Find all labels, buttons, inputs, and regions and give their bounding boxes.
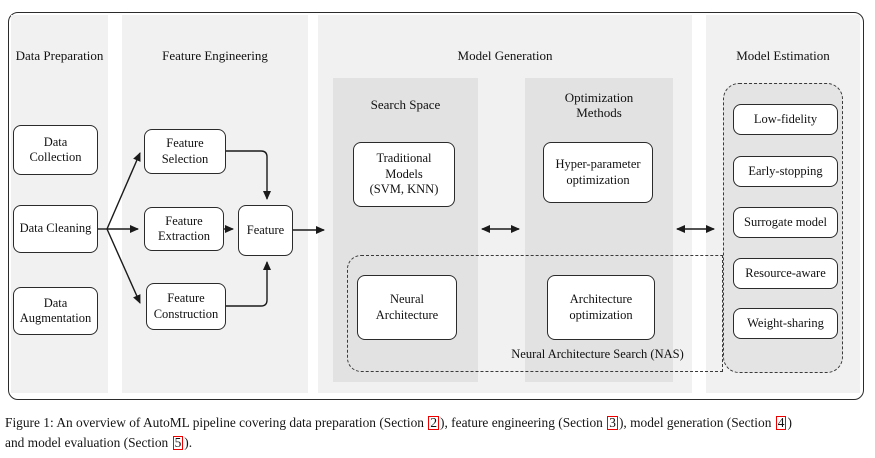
column-data-preparation: Data Preparation	[11, 15, 108, 393]
column-feature-engineering: Feature Engineering	[122, 15, 308, 393]
box-resource-aware-label: Resource-aware	[745, 265, 826, 280]
caption-text: ), feature engineering (Section	[440, 415, 607, 430]
caption-text: and model evaluation (Section	[5, 435, 172, 450]
box-feature-construction-line1: Feature	[167, 291, 205, 305]
column-title-model-estimation: Model Estimation	[736, 48, 830, 63]
caption-line-1: Figure 1: An overview of AutoML pipeline…	[5, 413, 873, 433]
box-hyper-parameter-line1: Hyper-parameter	[555, 157, 641, 171]
box-low-fidelity-label: Low-fidelity	[753, 111, 818, 126]
box-low-fidelity: Low-fidelity	[733, 104, 838, 135]
box-traditional-models-line1: Traditional	[376, 151, 432, 166]
box-data-cleaning: Data Cleaning	[13, 205, 98, 253]
box-hyper-parameter-line2: optimization	[566, 172, 630, 187]
box-feature-label: Feature	[246, 222, 285, 237]
section-ref-4[interactable]: 4	[775, 415, 787, 430]
box-hyper-parameter-optimization: Hyper-parameter optimization	[543, 142, 653, 203]
box-traditional-models-line3: (SVM, KNN)	[369, 182, 439, 197]
box-feature-extraction-line1: Feature	[165, 213, 203, 228]
section-ref-2[interactable]: 2	[428, 415, 440, 430]
caption-text: ).	[184, 435, 193, 450]
box-architecture-optimization-line2: optimization	[569, 307, 633, 322]
box-feature-extraction: Feature Extraction	[144, 207, 224, 251]
box-data-augmentation: Data Augmentation	[13, 287, 98, 335]
subcolumn-title-optimization-methods: Optimization Methods	[525, 90, 673, 120]
section-ref-3[interactable]: 3	[607, 415, 618, 430]
box-traditional-models: Traditional Models (SVM, KNN)	[353, 142, 455, 207]
box-data-augmentation-line2: Augmentation	[19, 311, 92, 325]
box-surrogate-model-label: Surrogate model	[744, 214, 827, 229]
box-architecture-optimization-line1: Architecture	[569, 292, 633, 306]
box-weight-sharing-label: Weight-sharing	[747, 315, 824, 330]
box-early-stopping-label: Early-stopping	[748, 163, 823, 178]
box-data-augmentation-line1: Data	[43, 295, 68, 310]
nas-label: Neural Architecture Search (NAS)	[511, 347, 684, 361]
box-feature-extraction-line2: Extraction	[157, 229, 211, 243]
box-feature: Feature	[238, 205, 293, 256]
box-feature-construction-line2: Construction	[153, 306, 219, 321]
box-data-collection-line2: Collection	[29, 150, 82, 164]
box-neural-architecture-line2: Architecture	[375, 307, 439, 322]
optimization-methods-line1: Optimization	[564, 90, 634, 105]
box-architecture-optimization: Architecture optimization	[547, 275, 655, 340]
subcolumn-title-search-space: Search Space	[370, 97, 441, 112]
box-neural-architecture-line1: Neural	[389, 292, 424, 306]
caption-text: ), model generation (Section	[618, 415, 775, 430]
box-early-stopping: Early-stopping	[733, 156, 838, 187]
optimization-methods-line2: Methods	[576, 105, 622, 120]
column-title-data-preparation: Data Preparation	[15, 48, 104, 63]
box-feature-selection-line2: Selection	[161, 151, 209, 166]
box-data-cleaning-label: Data Cleaning	[19, 221, 92, 236]
box-feature-selection: Feature Selection	[144, 129, 226, 174]
nas-dashed-container	[347, 255, 723, 372]
box-surrogate-model: Surrogate model	[733, 207, 838, 238]
figure-caption: Figure 1: An overview of AutoML pipeline…	[5, 413, 873, 453]
column-title-model-generation: Model Generation	[457, 48, 553, 63]
box-resource-aware: Resource-aware	[733, 258, 838, 289]
caption-text: )	[787, 415, 792, 430]
box-data-collection-line1: Data	[43, 134, 68, 149]
box-weight-sharing: Weight-sharing	[733, 308, 838, 339]
section-ref-5[interactable]: 5	[172, 435, 184, 450]
box-feature-construction: Feature Construction	[146, 283, 226, 330]
box-feature-selection-line1: Feature	[166, 136, 204, 150]
box-data-collection: Data Collection	[13, 125, 98, 175]
caption-text: Figure 1: An overview of AutoML pipeline…	[5, 415, 428, 430]
box-traditional-models-line2: Models	[385, 166, 423, 181]
box-neural-architecture: Neural Architecture	[357, 275, 457, 340]
caption-line-2: and model evaluation (Section 5).	[5, 433, 873, 453]
column-title-feature-engineering: Feature Engineering	[162, 48, 268, 63]
